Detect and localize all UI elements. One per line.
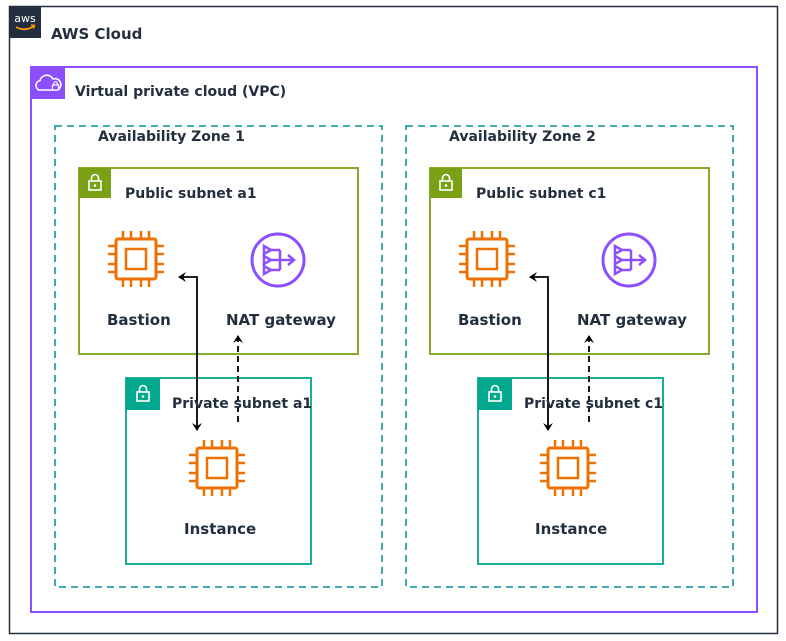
- private-subnet-c1-title: Private subnet c1: [524, 396, 663, 412]
- private-subnet-c1-frame: [477, 377, 664, 565]
- vpc-title: Virtual private cloud (VPC): [75, 84, 287, 100]
- public-subnet-a1-frame: [78, 167, 359, 355]
- availability-zone-1-title: Availability Zone 1: [98, 129, 245, 145]
- public-subnet-c1-title: Public subnet c1: [476, 186, 607, 202]
- instance-a1-ec2-icon: [187, 438, 247, 498]
- nat-gateway-a1-icon: [250, 232, 306, 288]
- nat-gateway-a1-label: NAT gateway: [226, 311, 336, 329]
- nat-gateway-c1-label: NAT gateway: [577, 311, 687, 329]
- availability-zone-2-frame: [405, 125, 734, 588]
- nat-gateway-c1-icon: [601, 232, 657, 288]
- vpc-frame: [30, 66, 758, 613]
- bastion-c1-label: Bastion: [458, 311, 522, 329]
- bastion-c1-ec2-icon: [457, 229, 517, 289]
- instance-a1-label: Instance: [184, 520, 257, 538]
- public-subnet-a1-lock-icon: [79, 168, 111, 198]
- availability-zone-1-frame: [54, 125, 383, 588]
- public-subnet-c1-lock-icon: [430, 168, 462, 198]
- availability-zone-2-title: Availability Zone 2: [449, 129, 596, 145]
- instance-c1-label: Instance: [535, 520, 608, 538]
- public-subnet-a1-title: Public subnet a1: [125, 186, 257, 202]
- aws-cloud-frame: [8, 5, 779, 635]
- vpc-icon: [31, 67, 65, 99]
- aws-cloud-title: AWS Cloud: [51, 25, 143, 43]
- private-subnet-a1-title: Private subnet a1: [172, 396, 313, 412]
- bastion-to-instance-a1-arrow: [178, 272, 202, 431]
- private-subnet-a1-lock-icon: [126, 378, 160, 410]
- public-subnet-c1-frame: [429, 167, 710, 355]
- bastion-a1-ec2-icon: [106, 229, 166, 289]
- private-subnet-a1-frame: [125, 377, 312, 565]
- private-subnet-c1-lock-icon: [478, 378, 512, 410]
- bastion-a1-label: Bastion: [107, 311, 171, 329]
- svg-text:aws: aws: [14, 12, 36, 25]
- instance-c1-ec2-icon: [538, 438, 598, 498]
- bastion-to-instance-c1-arrow: [529, 272, 553, 431]
- aws-logo-icon: aws: [9, 6, 41, 38]
